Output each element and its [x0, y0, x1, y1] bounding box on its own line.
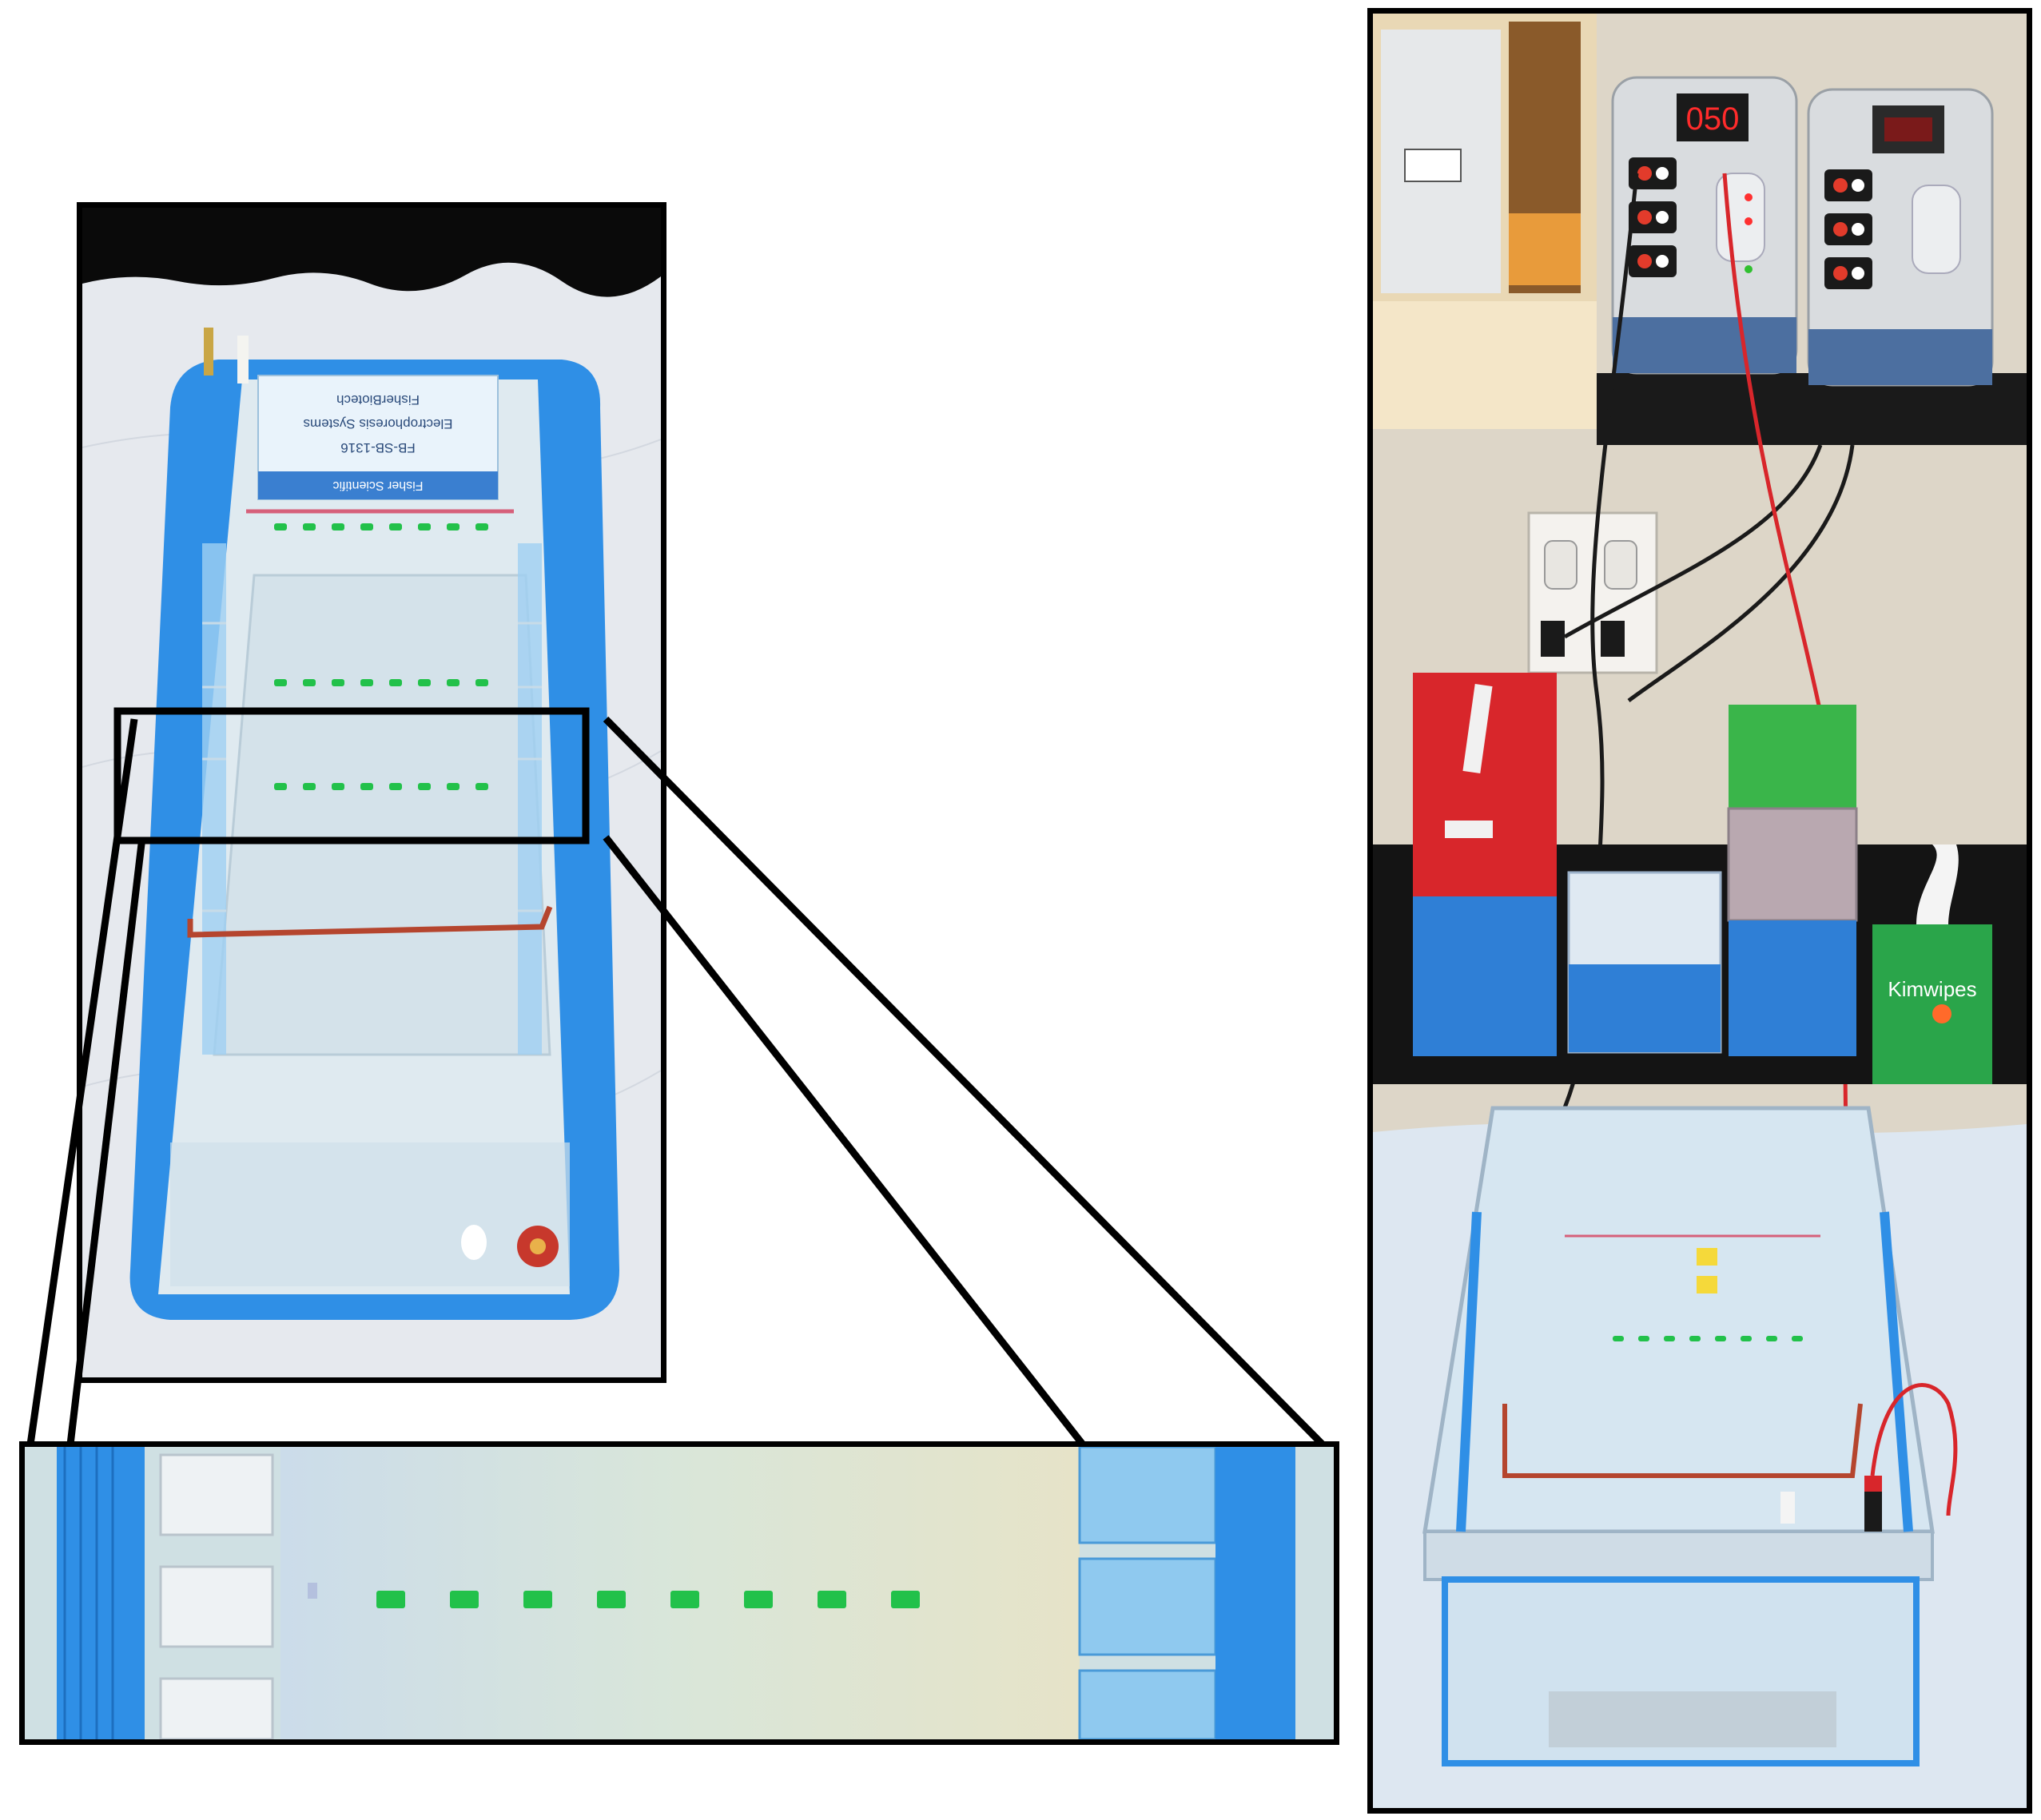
dna-band — [303, 679, 316, 686]
dna-band-zoom — [818, 1591, 846, 1608]
bottom-electrode-wire — [187, 905, 553, 938]
label-brand: Fisher Scientific — [333, 479, 424, 492]
dna-band — [389, 679, 402, 686]
dna-band-zoom — [744, 1591, 773, 1608]
bottom-buffer-chamber — [170, 1142, 570, 1286]
left-comb-slot-1 — [159, 1453, 274, 1536]
label-line2: Electrophoresis Systems — [303, 416, 452, 431]
zoomed-wells-photo — [25, 1447, 1334, 1739]
dna-band-zoom — [670, 1591, 699, 1608]
tip-box-green — [1729, 705, 1856, 809]
left-blue-rail-zoom — [57, 1447, 145, 1739]
dna-band-setup — [1613, 1336, 1624, 1341]
label-line1: FisherBiotech — [336, 392, 420, 407]
dna-band — [418, 523, 431, 531]
dna-band-setup — [1664, 1336, 1675, 1341]
dna-band-rows — [274, 523, 488, 790]
dna-band — [447, 783, 460, 790]
dna-band — [274, 679, 287, 686]
dna-band — [332, 679, 344, 686]
zoom-selection-box — [113, 707, 590, 844]
power-supply-right — [1807, 88, 1994, 387]
zoomed-wells-panel — [19, 1441, 1339, 1745]
warning-label-1 — [1697, 1248, 1717, 1266]
dna-band — [274, 523, 287, 531]
zoom-dna-bands — [376, 1591, 920, 1608]
power-supply-left: 050 — [1611, 76, 1798, 375]
label-line3: FB-SB-1316 — [340, 440, 416, 455]
dna-band — [303, 523, 316, 531]
dna-band-setup — [1715, 1336, 1726, 1341]
dna-band-zoom — [891, 1591, 920, 1608]
right-rail — [518, 543, 542, 1055]
tip-box-red-bottom — [1413, 793, 1557, 896]
dna-band — [360, 783, 373, 790]
power-supply-readout: 050 — [1686, 101, 1740, 137]
right-comb-slot-1 — [1078, 1447, 1217, 1544]
gel-box-white-terminal — [1780, 1492, 1795, 1524]
dna-band-setup — [1766, 1336, 1777, 1341]
dna-band — [360, 679, 373, 686]
dna-band-setup — [1638, 1336, 1649, 1341]
powered-setup-photo: 050 — [1373, 14, 2027, 1808]
electrode-post-top-right — [237, 336, 249, 383]
dna-band — [303, 783, 316, 790]
black-cable-3 — [1563, 444, 1823, 639]
dna-band — [389, 783, 402, 790]
dna-band — [447, 679, 460, 686]
black-cable-2 — [1627, 444, 1855, 703]
dna-band — [475, 523, 488, 531]
dna-band — [447, 523, 460, 531]
gel-box-dna-bands — [1613, 1336, 1803, 1341]
left-comb-slot-3 — [159, 1677, 274, 1739]
dna-band-setup — [1741, 1336, 1752, 1341]
output-jack-2 — [1629, 201, 1677, 233]
tip-box-red-top — [1413, 673, 1557, 793]
gel-box-label: FisherBiotech Electrophoresis Systems FB… — [257, 375, 499, 500]
dna-band-setup — [1792, 1336, 1803, 1341]
gel-box-top-view-photo: FisherBiotech Electrophoresis Systems FB… — [82, 208, 661, 1377]
dna-band-zoom — [597, 1591, 626, 1608]
dna-band-zoom — [450, 1591, 479, 1608]
dna-band-zoom — [523, 1591, 552, 1608]
gel-box-perspective — [1422, 1106, 1958, 1766]
powered-setup-panel: 050 — [1367, 8, 2032, 1814]
electrode-wire-front — [1502, 1403, 1863, 1478]
right-comb-slot-3 — [1078, 1669, 1217, 1739]
dna-band — [418, 783, 431, 790]
right-blue-rail-zoom — [1215, 1447, 1295, 1739]
dna-band — [274, 783, 287, 790]
left-rail — [202, 543, 226, 1055]
dna-band — [332, 783, 344, 790]
kimwipes-box: Kimwipes — [1872, 844, 1992, 1084]
output-jack-1 — [1629, 157, 1677, 189]
gel-box-top-view-panel: FisherBiotech Electrophoresis Systems FB… — [77, 202, 666, 1383]
dna-band — [332, 523, 344, 531]
left-comb-slot-2 — [159, 1565, 274, 1648]
dna-band-setup — [1689, 1336, 1701, 1341]
gel-box-red-terminal — [1864, 1492, 1882, 1532]
electrode-post-top-left — [204, 328, 213, 376]
tip-box-blue-left — [1413, 896, 1557, 1056]
kimwipes-label: Kimwipes — [1888, 977, 1976, 1001]
output-jack-3 — [1629, 245, 1677, 277]
white-terminal — [461, 1225, 487, 1260]
well-marker — [308, 1583, 317, 1599]
right-comb-slot-2 — [1078, 1557, 1217, 1656]
power-supply-display — [1677, 93, 1749, 141]
warning-label-2 — [1697, 1276, 1717, 1293]
dna-band — [360, 523, 373, 531]
dna-band-zoom — [376, 1591, 405, 1608]
dna-band — [475, 679, 488, 686]
dna-band — [389, 523, 402, 531]
dna-band — [475, 783, 488, 790]
dna-band — [418, 679, 431, 686]
